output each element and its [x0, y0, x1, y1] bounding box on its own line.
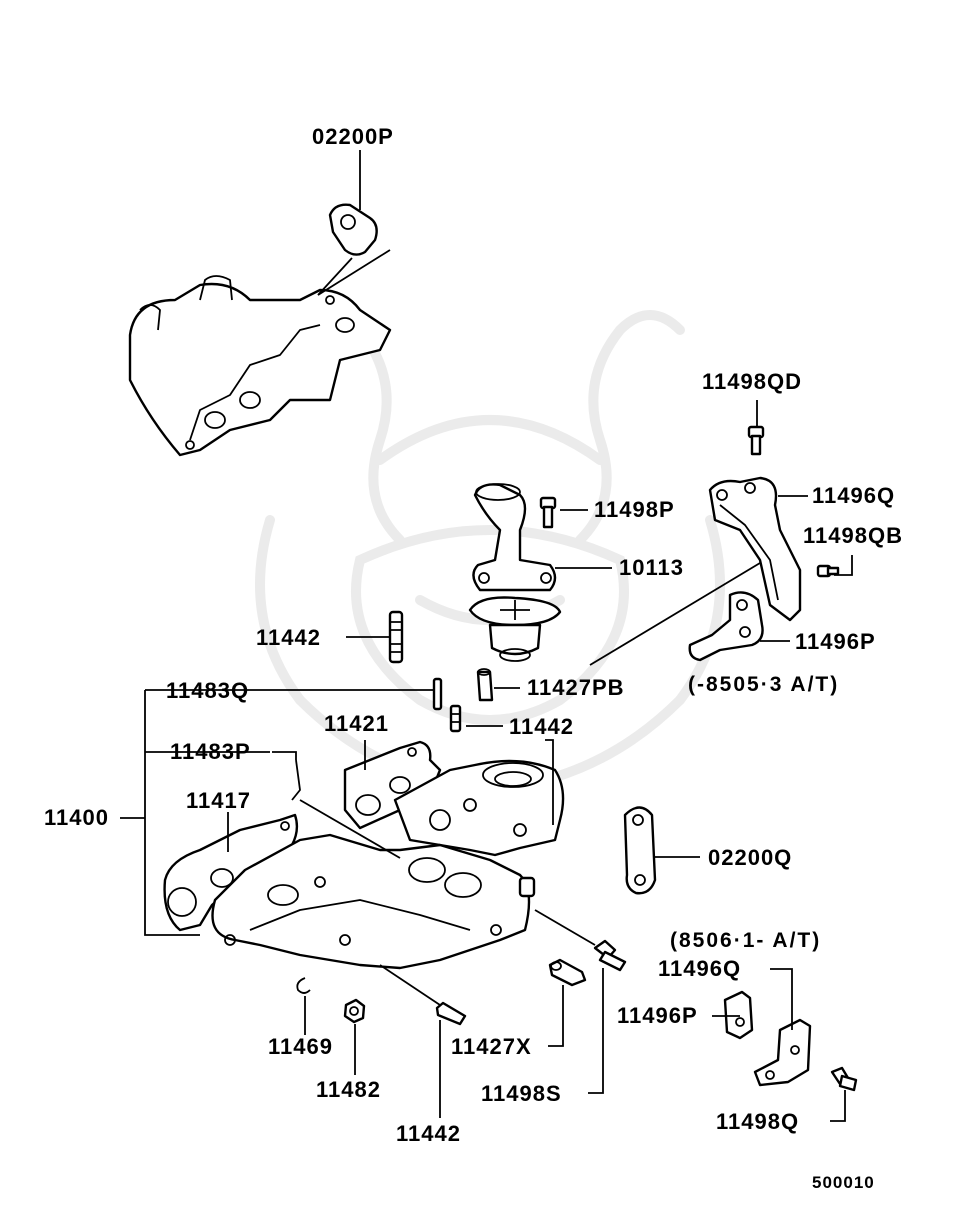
label-11421: 11421 — [324, 711, 389, 736]
pin-11483P-part — [291, 759, 301, 801]
bolt-11498QD-part — [747, 425, 765, 456]
note-date-range-top: (-8505·3 A/T) — [688, 673, 840, 696]
label-11498QB: 11498QB — [803, 523, 903, 548]
label-11469: 11469 — [268, 1034, 333, 1059]
label-11442-mid: 11442 — [509, 714, 574, 739]
label-11496P-bot: 11496P — [617, 1003, 698, 1028]
exhaust-manifold-part — [128, 275, 392, 457]
bolt-11498S-part — [593, 939, 627, 972]
bracket-11496P-lower-part — [723, 990, 754, 1040]
reference-code: 500010 — [812, 1173, 875, 1192]
bolt-11498Q-part — [830, 1066, 858, 1092]
leader-11498QB — [834, 555, 853, 576]
label-11496P-top: 11496P — [795, 629, 876, 654]
stud-11442-mid-part — [449, 704, 462, 733]
leader-11400-bracket — [120, 689, 270, 936]
label-11498S: 11498S — [481, 1081, 562, 1106]
label-11498Q: 11498Q — [716, 1109, 800, 1134]
gasket-02200P-part — [328, 203, 378, 256]
leader-02200P — [317, 150, 391, 296]
label-02200Q: 02200Q — [708, 845, 793, 870]
leader-11498S-diag — [534, 909, 596, 946]
pin-11483Q-part — [432, 677, 443, 711]
leader-11498Q — [830, 1090, 846, 1122]
leader-11442-bot-diag — [379, 964, 441, 1006]
water-pump-housing-part — [393, 759, 565, 857]
label-10113: 10113 — [619, 555, 684, 580]
leader-11421 — [364, 739, 554, 825]
thermostat-part — [468, 596, 562, 662]
intake-manifold-part — [211, 833, 536, 970]
bracket-11496P-upper-part — [688, 591, 764, 662]
fitting-11427X-part — [548, 958, 587, 987]
label-02200P: 02200P — [312, 124, 394, 149]
leader-11496Q-bot — [770, 968, 793, 1030]
label-11427X: 11427X — [451, 1034, 532, 1059]
label-11442-left: 11442 — [256, 625, 321, 650]
label-11483Q: 11483Q — [166, 678, 250, 703]
gasket-11417-part — [163, 813, 299, 932]
label-11400: 11400 — [44, 805, 109, 830]
label-11496Q-top: 11496Q — [812, 483, 896, 508]
label-11498P: 11498P — [594, 497, 675, 522]
label-11498QD: 11498QD — [702, 369, 802, 394]
leader-11483P-diag — [299, 799, 401, 859]
bracket-11496Q-lower-part — [753, 1018, 812, 1087]
label-11442-bot: 11442 — [396, 1121, 461, 1146]
leader-11498S — [588, 968, 604, 1094]
bracket-11496Q-upper-part — [708, 476, 802, 622]
fitting-11427PB-part — [476, 668, 494, 702]
leader-thermo-bracket — [589, 562, 761, 666]
label-11417: 11417 — [186, 788, 251, 813]
stud-11442-bottom-part — [435, 1001, 467, 1026]
leader-11427X — [548, 985, 564, 1047]
label-11427PB: 11427PB — [527, 675, 625, 700]
nut-11482-part — [343, 998, 366, 1024]
stud-11442-left-part — [388, 610, 404, 664]
clip-11469-part — [296, 977, 311, 994]
water-outlet-10113-part — [472, 483, 557, 592]
label-11482: 11482 — [316, 1077, 381, 1102]
bolt-11498P-part — [539, 496, 557, 529]
bolt-11498QB-part — [816, 564, 840, 578]
leader-11483P — [272, 751, 297, 760]
label-11496Q-bot: 11496Q — [658, 956, 742, 981]
gasket-02200Q-part — [623, 806, 657, 895]
note-date-range-bottom: (8506·1- A/T) — [670, 929, 822, 952]
label-11483P: 11483P — [170, 739, 251, 764]
